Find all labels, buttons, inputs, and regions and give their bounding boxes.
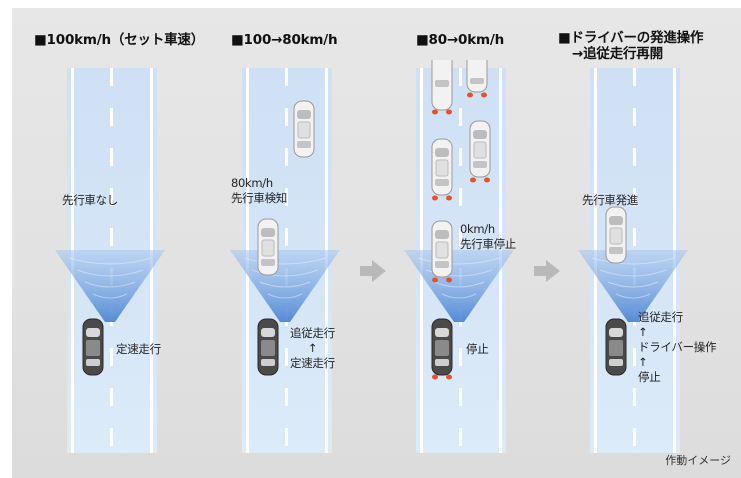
preceding-label-panel3: 0km/h 先行車停止 [460,222,516,251]
white-car-icon [257,218,279,276]
white-car-icon [469,120,491,183]
white-car-icon [466,60,488,98]
white-car-icon [431,220,453,283]
ego-label-panel4: 追従走行 ↑ ドライバー操作 ↑ 停止 [638,310,717,384]
dark-car-icon [257,318,279,376]
radar-beam-icon [230,250,340,322]
footer-note: 作動イメージ [665,454,731,467]
preceding-label-panel1: 先行車なし [62,193,118,207]
panel1-heading: ■100km/h（セット車速） [34,32,205,48]
diagram-frame: ■100km/h（セット車速） ■100→80km/h ■80→0km/h ■ド… [12,8,741,478]
ego-label-panel1: 定速走行 [116,342,161,356]
panel2-heading: ■100→80km/h [231,32,338,48]
right-arrow-icon [534,260,560,282]
ego-label-panel2: 追従走行 ↑ 定速走行 [290,326,335,370]
white-car-icon [293,100,315,158]
white-car-icon [431,138,453,201]
preceding-label-panel2: 80km/h 先行車検知 [231,176,287,205]
radar-beam-icon [55,250,165,322]
preceding-label-panel4: 先行車発進 [582,193,638,207]
dark-car-icon [82,318,104,376]
right-arrow-icon [360,260,386,282]
dark-car-icon [605,318,627,376]
radar-beam-icon [404,250,514,322]
ego-label-panel3: 停止 [466,342,489,356]
radar-beam-icon [578,250,688,322]
white-car-icon [431,60,453,115]
panel4-heading: ■ドライバーの発進操作 →追従走行再開 [558,30,704,62]
white-car-icon [605,206,627,264]
dark-car-icon [431,318,453,380]
panel3-heading: ■80→0km/h [416,32,505,48]
